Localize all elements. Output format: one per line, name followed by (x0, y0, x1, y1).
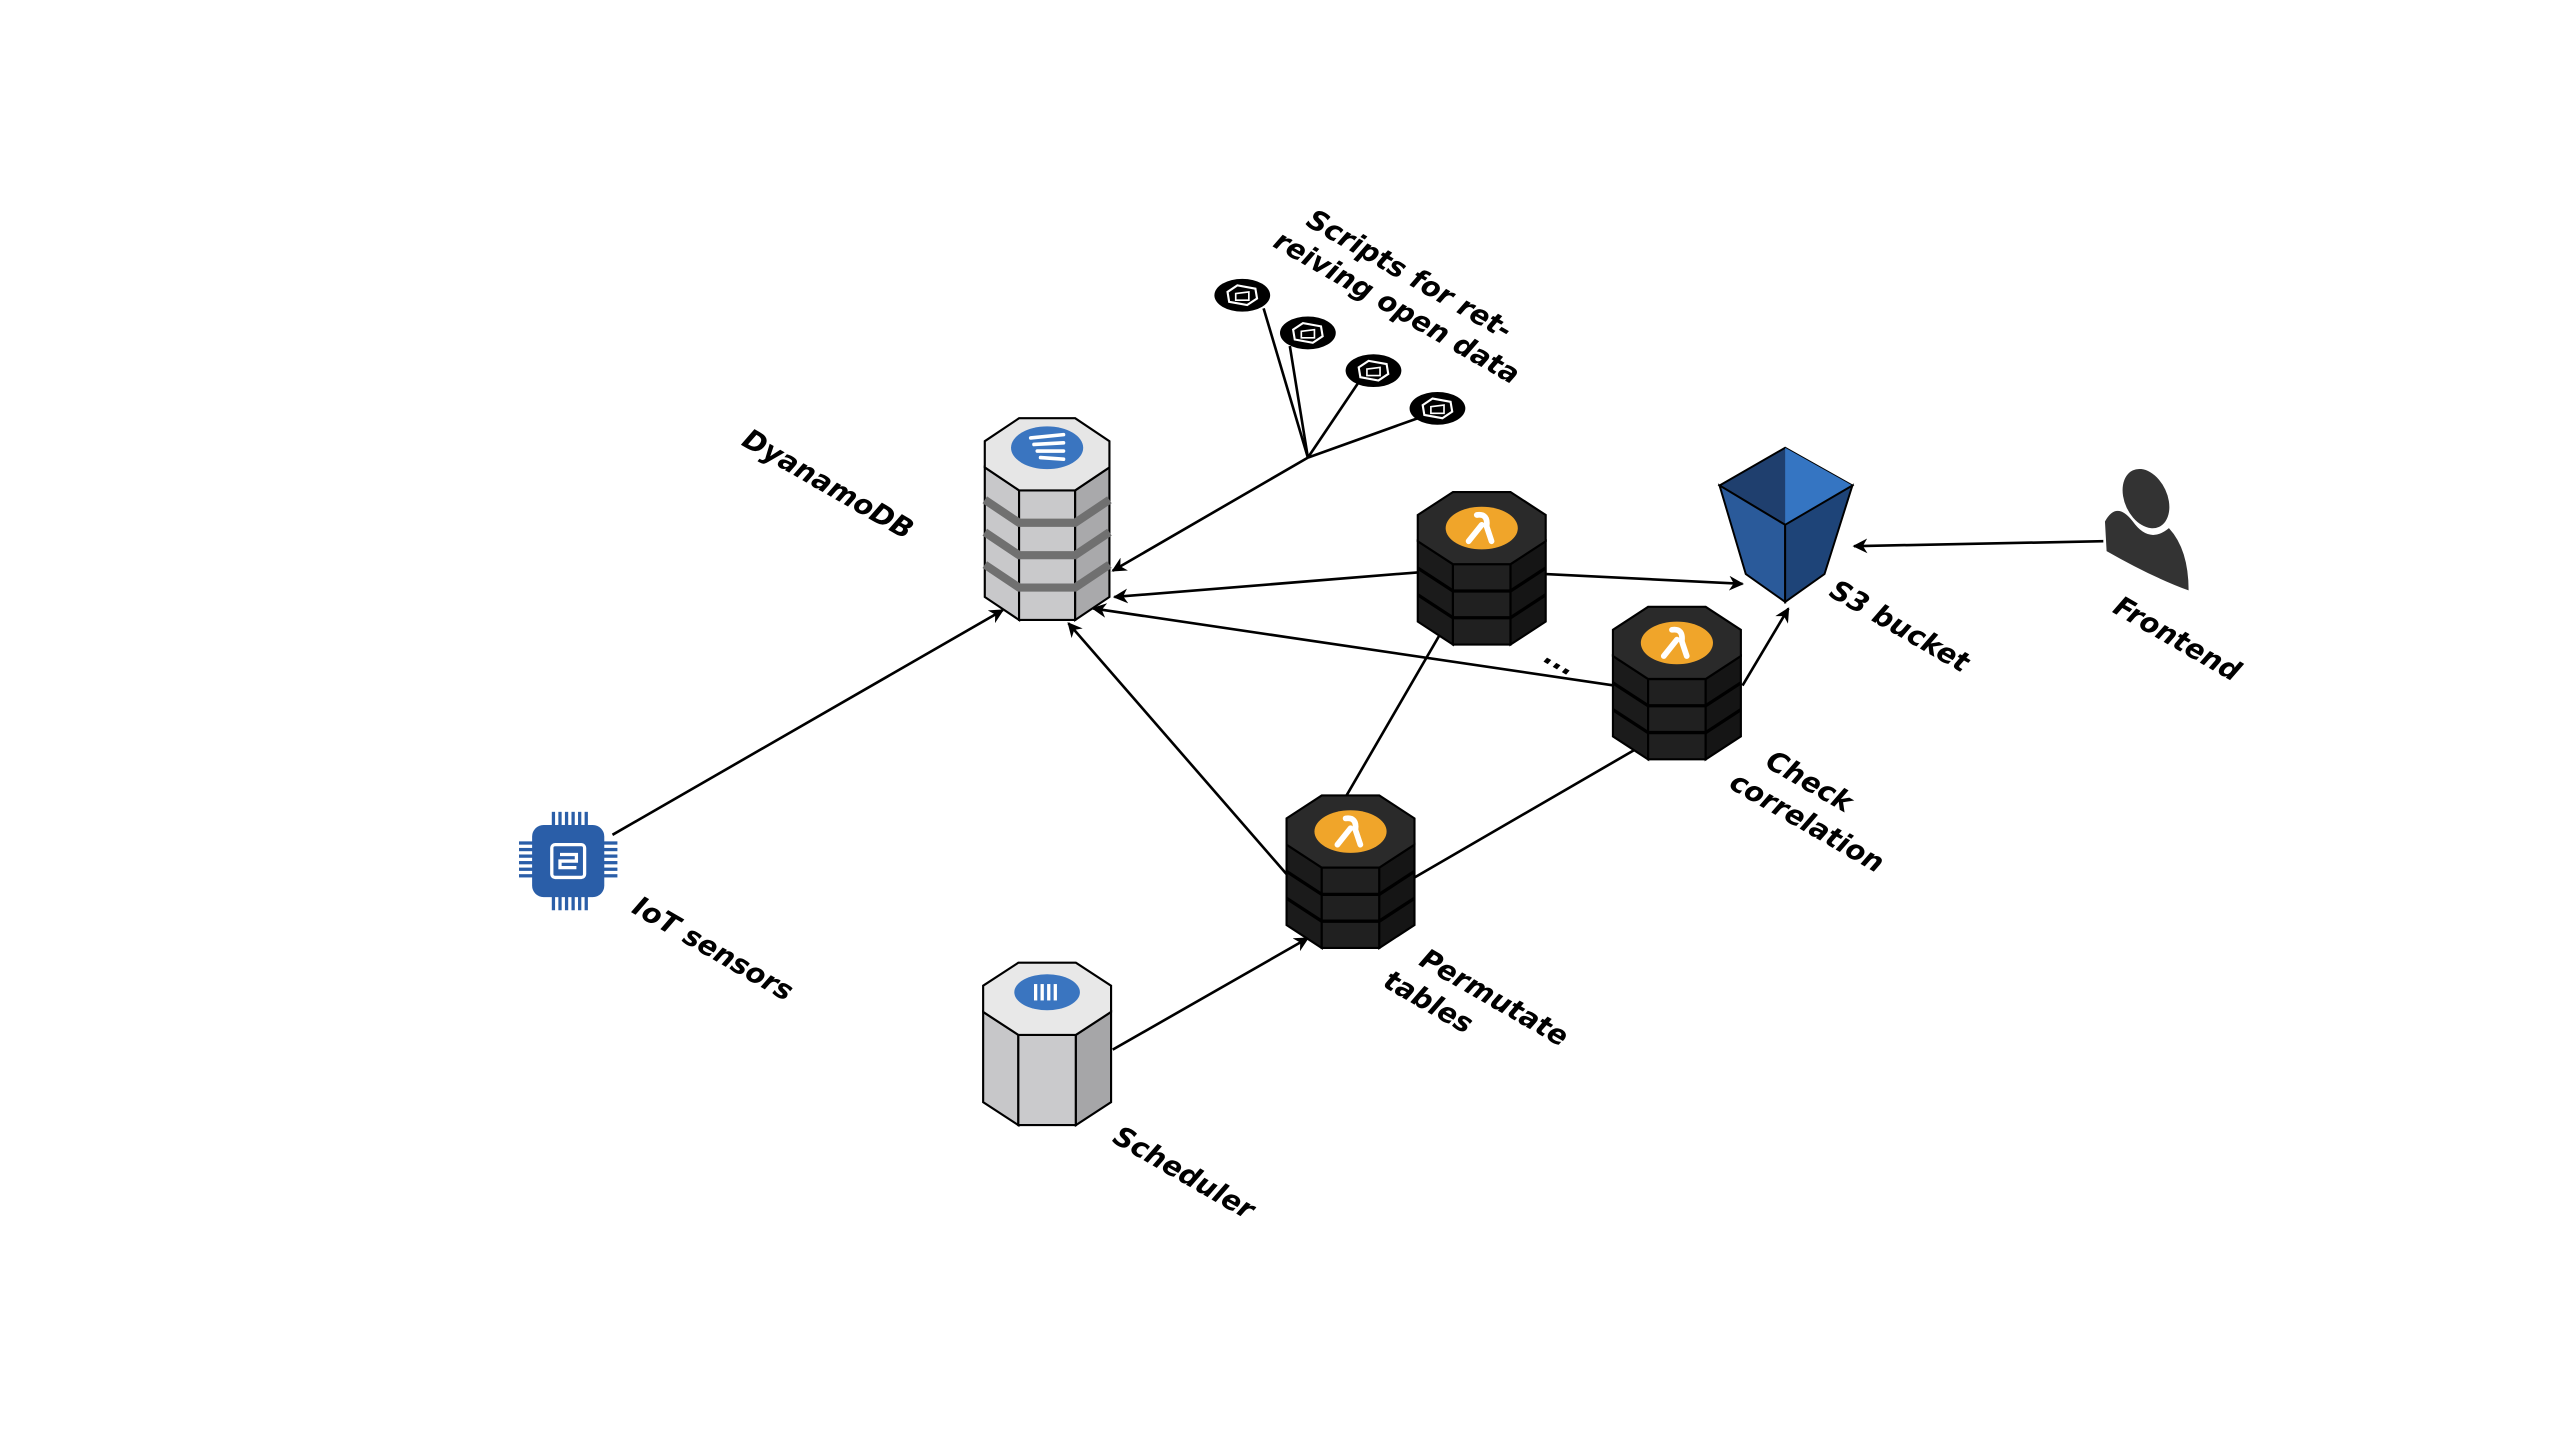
edge-permutate-to-lambda (1344, 632, 1442, 798)
dynamodb-icon (1011, 426, 1084, 470)
lambda-icon (1314, 810, 1387, 853)
lambda-icon (1640, 621, 1713, 665)
edge-script2-to-junction (1288, 345, 1310, 458)
check-correlation-node[interactable] (1611, 605, 1742, 762)
lambda-node[interactable] (1416, 490, 1547, 647)
cube-icon (1280, 316, 1336, 350)
edge-frontend-to-s3 (1852, 538, 2104, 554)
edge-lambda-to-dynamodb (1112, 571, 1418, 604)
iot-sensors-label: IoT sensors (627, 889, 799, 1007)
cube-icon (1409, 391, 1466, 425)
edge-check-correlation-to-s3 (1741, 607, 1790, 687)
s3-bucket-icon (1717, 446, 1855, 604)
edge-scripts-to-dynamodb (1111, 456, 1309, 572)
s3-bucket-node[interactable] (1717, 446, 1855, 604)
edge-iot-to-dynamodb (611, 608, 1005, 836)
edge-permutate-to-dynamodb (1067, 622, 1288, 876)
chip-icon (518, 811, 618, 911)
cube-icon (1214, 278, 1271, 312)
edge-script4-to-junction (1307, 416, 1419, 459)
dynamodb-node[interactable] (982, 417, 1112, 622)
scheduler-label: Scheduler (1108, 1119, 1263, 1227)
script-node-4[interactable] (1409, 391, 1466, 425)
script-node-1[interactable] (1214, 278, 1271, 312)
edge-scheduler-to-permutate (1112, 936, 1310, 1051)
permutate-tables-node[interactable] (1285, 794, 1416, 950)
frontend-label: Frontend (2108, 589, 2247, 688)
edges (611, 307, 2104, 1051)
edge-permutate-to-check-correlation (1413, 745, 1642, 879)
cube-icon (1345, 354, 1402, 388)
edge-check-correlation-to-dynamodb (1091, 603, 1615, 687)
scheduler-node[interactable] (982, 961, 1113, 1128)
scheduler-icon (1014, 974, 1080, 1011)
edge-script3-to-junction (1306, 381, 1360, 459)
labels: IoT sensors DyanamoDB Scripts for ret- r… (627, 202, 2247, 1227)
lambda-icon (1445, 506, 1518, 550)
s3-bucket-label: S3 bucket (1824, 573, 1976, 680)
frontend-node[interactable] (2104, 461, 2189, 591)
user-icon (2104, 468, 2189, 591)
iot-sensor-node[interactable] (518, 811, 618, 911)
edge-script1-to-junction (1262, 307, 1310, 458)
edge-lambda-to-s3 (1545, 572, 1744, 591)
dynamodb-label: DyanamoDB (737, 422, 919, 546)
script-node-2[interactable] (1280, 316, 1336, 350)
script-node-3[interactable] (1345, 354, 1402, 388)
